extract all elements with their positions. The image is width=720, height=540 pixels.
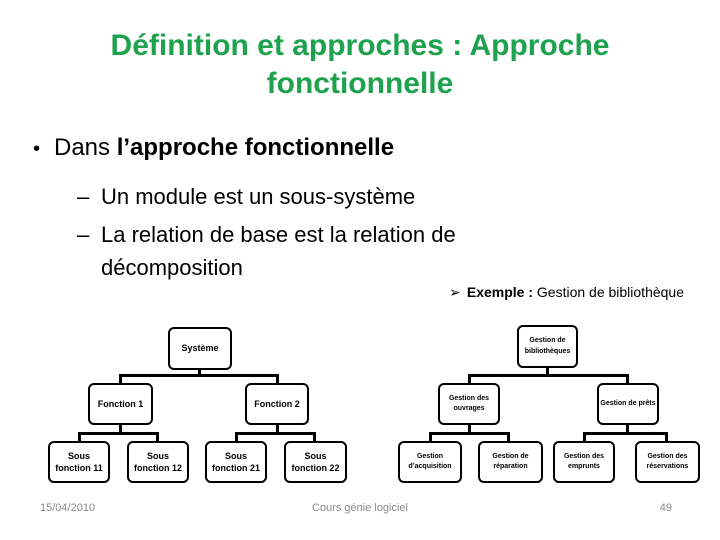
sub-bullet-text: La relation de base est la relation de d… bbox=[101, 222, 456, 280]
tree-connector bbox=[468, 374, 629, 377]
tree-node-gestion-ouvrages: Gestion des ouvrages bbox=[438, 383, 500, 425]
tree-connector bbox=[156, 435, 159, 442]
bullet-dot: • bbox=[33, 138, 41, 160]
tree-node-gestion-bibliotheques: Gestion de bibliothèques bbox=[517, 325, 578, 368]
tree-connector bbox=[468, 377, 471, 384]
tree-node-gestion-prets: Gestion de prêts bbox=[597, 383, 659, 425]
tree-node-sous-fonction-11: Sous fonction 11 bbox=[48, 441, 110, 483]
tree-connector bbox=[235, 435, 238, 442]
tree-connector bbox=[429, 435, 432, 442]
tree-connector bbox=[235, 432, 316, 435]
tree-node-sous-fonction-22: Sous fonction 22 bbox=[284, 441, 347, 483]
tree-connector bbox=[583, 435, 586, 442]
footer-course-name: Cours génie logiciel bbox=[312, 502, 408, 514]
tree-connector bbox=[119, 377, 122, 384]
example-note: ➢ Exemple : Gestion de bibliothèque bbox=[449, 284, 684, 301]
tree-connector bbox=[78, 435, 81, 442]
dash-marker: – bbox=[77, 222, 90, 247]
tree-connector bbox=[626, 377, 629, 384]
tree-connector bbox=[626, 424, 629, 434]
tree-connector bbox=[583, 432, 668, 435]
tree-connector bbox=[119, 424, 122, 434]
bullet-text-regular: Dans bbox=[54, 134, 117, 161]
tree-node-fonction-1: Fonction 1 bbox=[88, 383, 153, 425]
tree-node-gestion-reparation: Gestion de réparation bbox=[478, 441, 543, 483]
bullet-text-bold: l’approche fonctionnelle bbox=[116, 134, 395, 161]
example-label: Exemple : bbox=[466, 284, 533, 300]
tree-node-sous-fonction-12: Sous fonction 12 bbox=[127, 441, 189, 483]
bullet-text: Dans l’approche fonctionnelle bbox=[54, 134, 394, 164]
tree-connector bbox=[507, 435, 510, 442]
tree-node-gestion-acquisition: Gestion d’acquisition bbox=[398, 441, 462, 483]
sub-bullet-relation: – La relation de base est la relation de… bbox=[77, 218, 521, 284]
tree-connector bbox=[276, 377, 279, 384]
tree-connector bbox=[665, 435, 668, 442]
tree-node-systeme: Système bbox=[168, 327, 232, 370]
footer-page-number: 49 bbox=[659, 502, 672, 514]
slide-footer: 15/04/2010 Cours génie logiciel 49 bbox=[0, 502, 720, 522]
tree-connector bbox=[313, 435, 316, 442]
tree-connector bbox=[468, 424, 471, 434]
tree-connector bbox=[119, 374, 279, 377]
sub-bullet-module: – Un module est un sous-système bbox=[77, 180, 415, 213]
footer-date: 15/04/2010 bbox=[40, 502, 96, 514]
bullet-item-approche: • Dans l’approche fonctionnelle bbox=[33, 134, 690, 164]
dash-marker: – bbox=[77, 184, 90, 209]
tree-node-gestion-emprunts: Gestion des emprunts bbox=[553, 441, 615, 483]
tree-node-sous-fonction-21: Sous fonction 21 bbox=[205, 441, 267, 483]
tree-connector bbox=[276, 424, 279, 434]
tree-node-gestion-reservations: Gestion des réservations bbox=[635, 441, 700, 483]
tree-connector bbox=[198, 369, 201, 377]
tree-node-fonction-2: Fonction 2 bbox=[245, 383, 309, 425]
sub-bullet-text: Un module est un sous-système bbox=[101, 184, 416, 209]
example-text: Gestion de bibliothèque bbox=[533, 284, 684, 300]
slide-title: Définition et approches : Approche fonct… bbox=[110, 29, 610, 100]
tree-connector bbox=[546, 367, 549, 376]
arrow-bullet-icon: ➢ bbox=[449, 284, 461, 300]
tree-connector bbox=[429, 432, 510, 435]
tree-connector bbox=[78, 432, 159, 435]
